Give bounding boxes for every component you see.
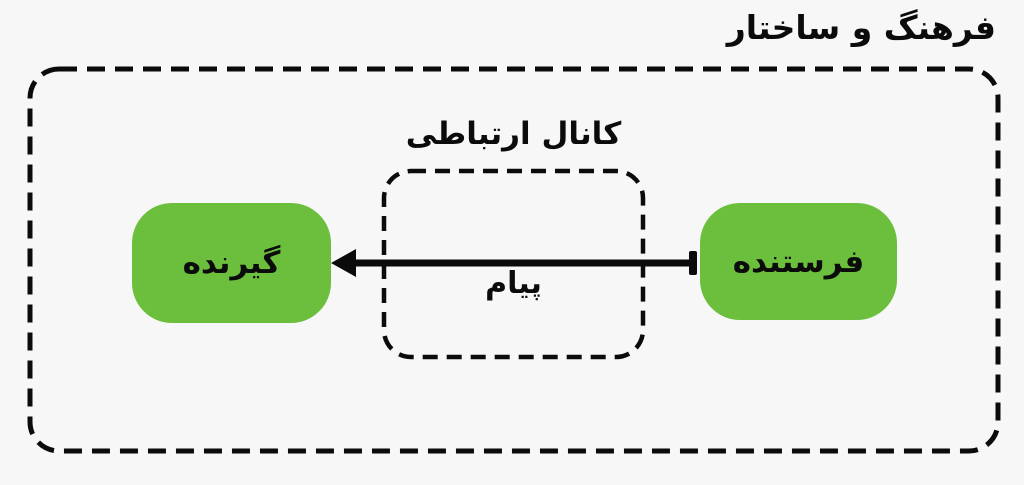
receiver-node xyxy=(132,203,331,323)
sender-node xyxy=(700,203,897,320)
arrow-tail-bar xyxy=(689,251,697,275)
channel-label: کانال ارتباطی xyxy=(405,116,622,152)
outer-boundary-box xyxy=(27,66,1001,454)
arrowhead-icon xyxy=(331,249,356,277)
receiver-label: گیرنده xyxy=(182,245,281,281)
diagram-title: فرهنگ و ساختار xyxy=(726,8,996,47)
message-label: پیام xyxy=(485,266,542,301)
sender-label: فرستنده xyxy=(732,243,865,280)
